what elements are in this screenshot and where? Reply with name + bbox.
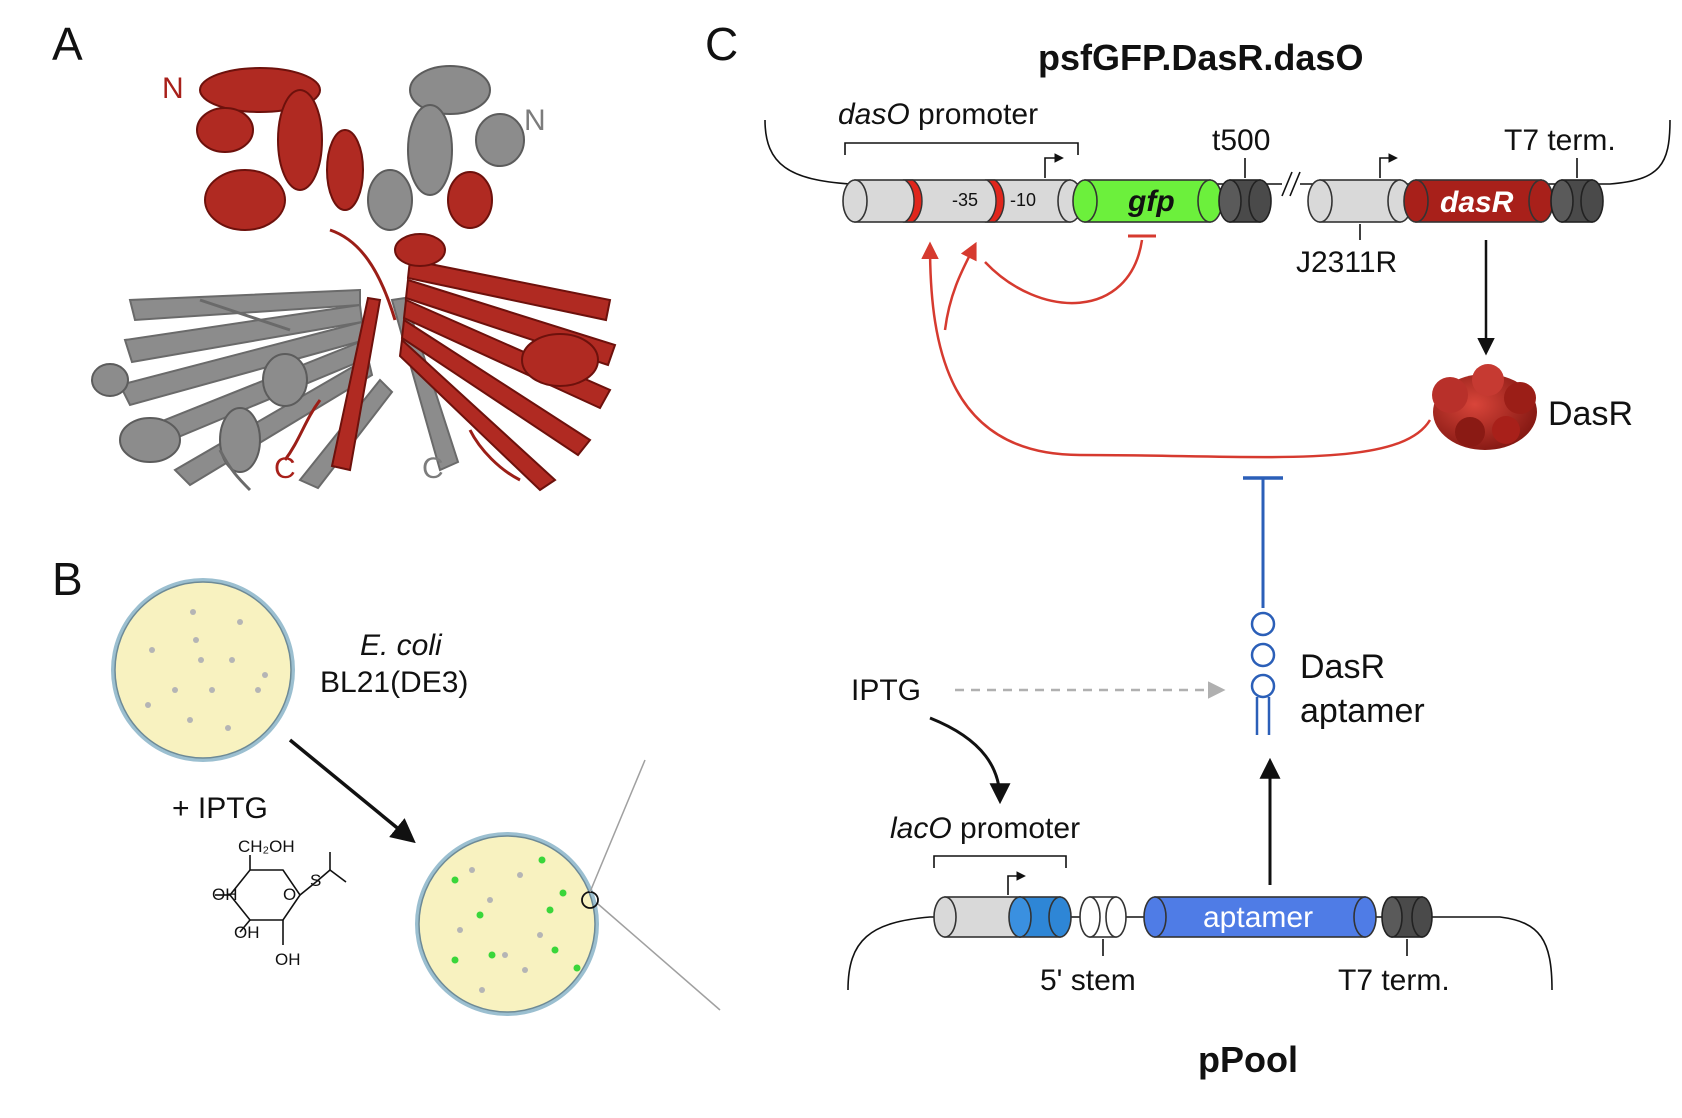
organism-label: E. coli [360,629,443,662]
top-plasmid-name: psfGFP.DasR.dasO [1038,37,1363,78]
red-n-terminus-label: N [162,72,184,105]
iptg-label: IPTG [851,674,921,707]
dasr-gene-part [1403,179,1554,223]
dasr-feedback-line [921,241,1432,459]
gfp-gene-label: gfp [1127,185,1175,218]
daso-italic: dasO [838,98,910,131]
aptamer-label-line1: DasR [1300,648,1385,686]
t7-terminator-top-part [1550,158,1604,223]
chem-oh-mid-label: OH [234,923,260,942]
gray-c-terminus-label: C [422,452,444,485]
laco-promoter-part [933,871,1072,938]
chem-ring-oxygen-label: O [283,885,296,904]
zoom-lines [589,759,721,1011]
aptamer-label-line2: aptamer [1300,692,1425,730]
dasr-feedback-branch [943,241,977,331]
minus-35-label: -35 [952,190,978,210]
chem-oh-bottom-label: OH [275,950,301,969]
gray-n-terminus-label: N [524,104,546,137]
daso-promoter-bracket [844,142,1079,155]
t500-label: t500 [1212,124,1270,157]
chem-oh-left-label: OH [212,885,238,904]
chem-sulfur-label: S [310,871,321,890]
laco-italic: lacO [890,812,952,845]
panel-a-letter: A [52,18,83,70]
dasr-protein-illustration [1432,364,1537,450]
stem-part [1079,896,1127,956]
petri-dish-after [415,832,599,1016]
iptg-to-laco-arrow [929,716,1011,805]
strain-label: BL21(DE3) [320,666,468,699]
daso-promoter-word: promoter [910,98,1038,131]
bottom-plasmid-backbone [847,916,1553,991]
aptamer-gene-part [1143,896,1377,938]
gfp-gene-part [1072,179,1223,223]
aptamer-gene-label: aptamer [1203,901,1313,934]
protein-structure-illustration [91,65,617,492]
dasr-gene-label: dasR [1440,186,1514,219]
dasr-protein-label: DasR [1548,395,1633,433]
t7-terminator-top-label: T7 term. [1504,124,1616,157]
aptamer-hairpin-icon [1250,611,1276,735]
chem-ch2oh-label: CH₂OH [238,837,295,856]
j2311r-label: J2311R [1296,246,1397,279]
bottom-plasmid-name: pPool [1198,1039,1298,1080]
j2311r-promoter-part [1307,153,1413,240]
laco-promoter-label: lacO promoter [890,812,1080,845]
t7-terminator-bottom-part [1381,896,1433,956]
promoter-to-gfp-repression [984,239,1144,305]
iptg-inducer-label: + IPTG [172,792,268,825]
red-c-terminus-label: C [274,452,296,485]
backbone-break-mark [1281,171,1301,197]
stem-label: 5' stem [1040,964,1136,997]
petri-dish-before [111,578,295,762]
panel-b-letter: B [52,553,83,605]
laco-promoter-word: promoter [952,812,1080,845]
iptg-chemical-structure [215,852,347,945]
panel-c-letter: C [705,18,738,70]
t7-terminator-bottom-label: T7 term. [1338,964,1450,997]
daso-promoter-label: dasO promoter [838,98,1038,131]
laco-promoter-bracket [933,855,1067,868]
minus-10-label: -10 [1010,190,1036,210]
induction-arrow [288,738,416,844]
t500-terminator-part [1218,158,1272,223]
